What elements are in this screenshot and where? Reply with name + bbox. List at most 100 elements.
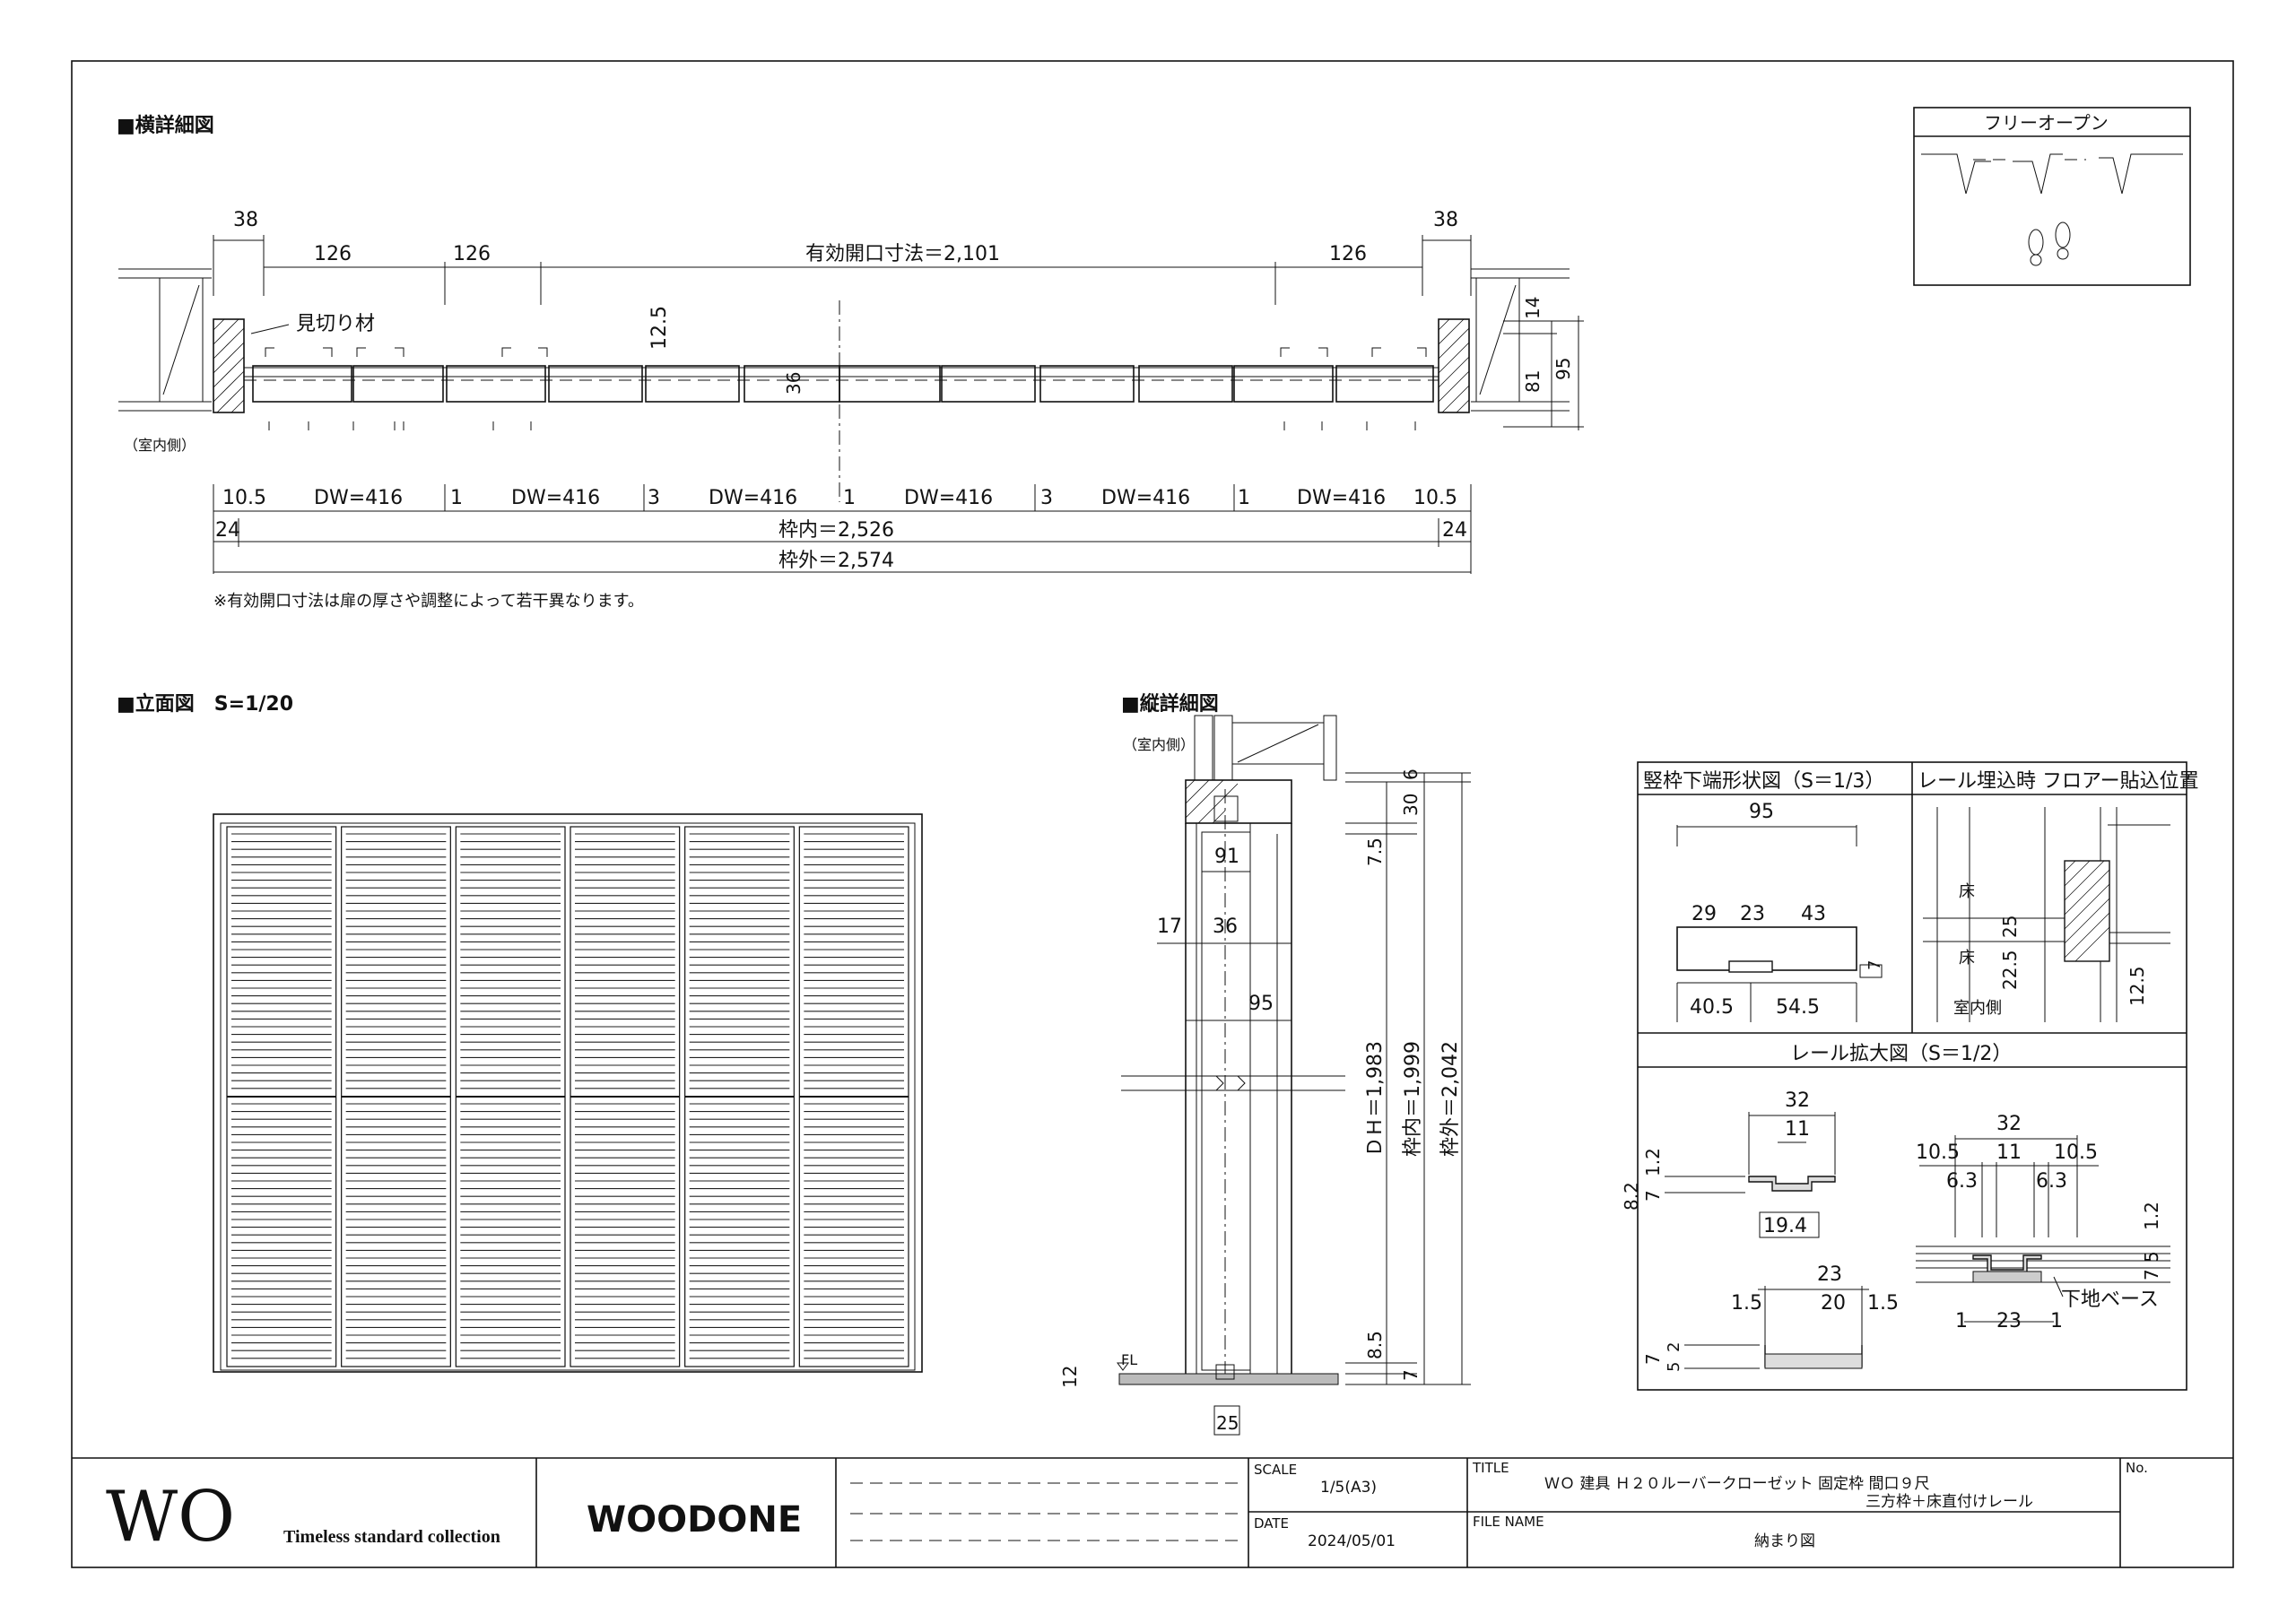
section-indoor: （室内側） <box>1123 736 1195 753</box>
rail2-dim-1-5a: 1.5 <box>1731 1292 1762 1315</box>
no-label: No. <box>2126 1460 2148 1476</box>
rail2-dim-20: 20 <box>1821 1292 1846 1315</box>
rail3-dim-23: 23 <box>1996 1310 2022 1332</box>
rail1-dim-1-2: 1.2 <box>1642 1148 1664 1176</box>
frame-dim-43: 43 <box>1801 903 1826 925</box>
rail-title: レール拡大図（S＝1/2） <box>1790 1043 2012 1065</box>
section-outer: 枠外＝2,042 <box>1439 1041 1462 1157</box>
section-dim-25: 25 <box>1216 1412 1239 1434</box>
floor-label-indoor: 室内側 <box>1953 999 2002 1018</box>
section-dim-6: 6 <box>1400 768 1422 780</box>
plan-dim-38-right: 38 <box>1433 209 1458 231</box>
plan-outer-dim: 枠外＝2,574 <box>778 550 894 572</box>
rail3-dim-5: 5 <box>2141 1251 2162 1263</box>
rail3-label: 下地ベース <box>2061 1289 2159 1311</box>
plan-title: ■横詳細図 <box>117 114 214 137</box>
rail1-dim-32: 32 <box>1785 1089 1810 1112</box>
section-dim-30: 30 <box>1400 794 1422 816</box>
scale-value: 1/5(A3) <box>1320 1479 1377 1497</box>
section-dim-17: 17 <box>1157 916 1182 938</box>
rail3-dim-11: 11 <box>1996 1141 2022 1164</box>
brand-wo: WO <box>106 1477 235 1558</box>
dw-4: DW=416 <box>904 487 993 509</box>
dw-2: DW=416 <box>511 487 600 509</box>
free-open-title: フリーオープン <box>1984 112 2109 134</box>
scale-label: SCALE <box>1254 1462 1297 1478</box>
title-line2: 三方枠＋床直付けレール <box>1866 1493 2033 1511</box>
date-label: DATE <box>1254 1515 1289 1532</box>
section-title: ■縦詳細図 <box>1121 692 1219 716</box>
elevation-title: ■立面図 S=1/20 <box>117 692 293 716</box>
elevation-frame <box>213 813 923 1373</box>
section-view: ■縦詳細図 （室内側） FL 12 25 91 17 <box>1059 692 1471 1436</box>
section-dim-12: 12 <box>1059 1366 1081 1388</box>
plan-dim-126-a: 126 <box>314 243 352 265</box>
dw-gap-1c: 1 <box>1238 487 1250 509</box>
rail2-dim-1-5b: 1.5 <box>1867 1292 1899 1315</box>
rail3-dim-1a: 1 <box>1955 1310 1968 1332</box>
elevation-panels <box>226 826 909 1367</box>
rail1-dim-7: 7 <box>1642 1190 1664 1202</box>
detail-box: 竪枠下端形状図（S＝1/3） レール埋込時 フロアー貼込位置 レール拡大図（S＝… <box>1621 761 2199 1391</box>
rail2-dim-7: 7 <box>1642 1353 1664 1365</box>
plan-dim-95: 95 <box>1552 358 1574 380</box>
plan-dim-opening: 有効開口寸法＝2,101 <box>805 243 1000 265</box>
plan-mikiri-label: 見切り材 <box>296 313 375 335</box>
title-block: WO Timeless standard collection WOODONE … <box>72 1457 2233 1567</box>
rail1-dim-8-2: 8.2 <box>1621 1182 1642 1211</box>
brand-sub: Timeless standard collection <box>283 1527 500 1547</box>
plan-dim-81: 81 <box>1522 370 1544 393</box>
woodone-logo: WOODONE <box>587 1499 802 1541</box>
dw-3: DW=416 <box>709 487 797 509</box>
title-label: TITLE <box>1472 1460 1509 1476</box>
dw-10-5-right: 10.5 <box>1413 487 1457 509</box>
dw-gap-1a: 1 <box>450 487 463 509</box>
footprints-icon <box>2028 221 2071 266</box>
frame-dim-95: 95 <box>1749 801 1774 823</box>
rail2-dim-2: 2 <box>1665 1342 1683 1352</box>
section-fl: FL <box>1121 1351 1137 1368</box>
filename-value: 納まり図 <box>1754 1532 1815 1550</box>
section-dim-36: 36 <box>1213 916 1238 938</box>
title-line1: ＷＯ 建具 Ｈ２０ルーバークローゼット 固定枠 間口９尺 <box>1544 1475 1929 1493</box>
dw-5: DW=416 <box>1101 487 1190 509</box>
sheet-border <box>71 60 2234 1568</box>
elevation-view: ■立面図 S=1/20 <box>117 692 923 1373</box>
rail2-dim-23: 23 <box>1817 1263 1842 1286</box>
inner-24-right: 24 <box>1442 519 1467 542</box>
frame-dim-40-5: 40.5 <box>1690 996 1734 1019</box>
floor-dim-12-5: 12.5 <box>2126 966 2148 1006</box>
floor-title: レール埋込時 フロアー貼込位置 <box>1918 770 2199 793</box>
rail3-dim-7: 7 <box>2141 1269 2162 1280</box>
rail3-dim-32: 32 <box>1996 1113 2022 1135</box>
plan-note: ※有効開口寸法は扉の厚さや調整によって若干異なります。 <box>213 592 644 611</box>
floor-label-2: 床 <box>1959 949 1975 968</box>
section-dh: ＤＨ＝1,983 <box>1364 1041 1387 1157</box>
frame-dim-23: 23 <box>1740 903 1765 925</box>
plan-dim-38-left: 38 <box>233 209 258 231</box>
rail3-dim-1-2: 1.2 <box>2141 1202 2162 1230</box>
rail2-dim-5: 5 <box>1665 1362 1683 1372</box>
plan-view: ■横詳細図 38 126 126 有効開口寸法＝2,101 126 38 <box>117 114 1584 611</box>
plan-indoor-label: （室内側） <box>124 437 196 454</box>
plan-dim-126-b: 126 <box>453 243 491 265</box>
section-dim-8-5: 8.5 <box>1364 1331 1386 1359</box>
section-dim-7: 7 <box>1400 1369 1422 1381</box>
dw-gap-3a: 3 <box>648 487 660 509</box>
floor-label-1: 床 <box>1959 882 1975 901</box>
dw-gap-3b: 3 <box>1040 487 1053 509</box>
free-open-box: フリーオープン <box>1913 107 2191 286</box>
rail3-dim-1b: 1 <box>2050 1310 2063 1332</box>
section-dim-91: 91 <box>1214 846 1239 868</box>
plan-dim-14: 14 <box>1522 297 1544 319</box>
rail1-dim-11: 11 <box>1785 1118 1810 1141</box>
filename-label: FILE NAME <box>1473 1514 1544 1530</box>
floor-dim-22-5: 22.5 <box>1999 950 2021 990</box>
frame-dim-29: 29 <box>1692 903 1717 925</box>
rail3-dim-6-3a: 6.3 <box>1946 1170 1978 1193</box>
plan-dim-126-c: 126 <box>1329 243 1367 265</box>
section-dim-95: 95 <box>1248 993 1274 1015</box>
date-value: 2024/05/01 <box>1308 1532 1396 1550</box>
floor-dim-25: 25 <box>1999 916 2021 938</box>
